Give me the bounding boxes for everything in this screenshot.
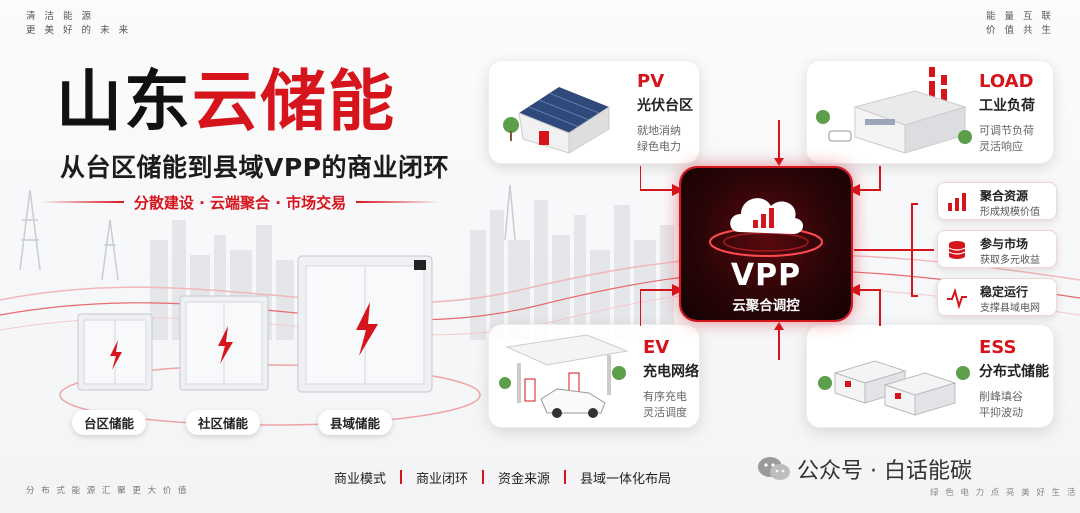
card-load: LOAD 工业负荷 可调节负荷 灵活响应 — [806, 60, 1054, 164]
card-code: LOAD — [979, 71, 1034, 92]
card-desc: 可调节负荷 灵活响应 — [979, 123, 1034, 155]
bottom-nav: 商业模式 商业闭环 资金来源 县域一体化布局 — [320, 466, 685, 488]
corner-slogan-left: 清 洁 能 源 更 美 好 的 未 来 — [26, 10, 131, 38]
nav-separator — [482, 470, 485, 484]
cabinet-label: 社区储能 — [186, 410, 261, 435]
arrow-up-icon — [774, 322, 784, 360]
pulse-icon — [947, 287, 967, 309]
card-desc-line: 平抑波动 — [979, 406, 1023, 419]
card-desc-line: 绿色电力 — [637, 140, 681, 153]
card-desc: 削峰填谷 平抑波动 — [979, 389, 1023, 421]
page-title: 山东云储能 — [56, 62, 396, 142]
corner-slogan-right: 能 量 互 联 价 值 共 生 — [986, 10, 1054, 38]
card-pv: PV 光伏台区 就地消纳 绿色电力 — [488, 60, 700, 164]
nav-separator — [564, 470, 567, 484]
feature-title: 稳定运行 — [980, 285, 1029, 299]
divider — [40, 201, 124, 203]
feature-title: 参与市场 — [980, 237, 1029, 251]
cloud-chart-icon — [709, 198, 823, 257]
card-code: EV — [643, 337, 670, 358]
battery-containers-icon — [818, 360, 970, 416]
cabinet-small-icon — [76, 310, 154, 394]
wechat-account-name: 公众号 · 白话能碳 — [797, 459, 972, 484]
card-name: 光伏台区 — [637, 98, 693, 114]
nav-item-business-model[interactable]: 商业模式 — [334, 471, 387, 487]
feature-market: 参与市场 获取多元收益 — [937, 230, 1057, 268]
nav-item-county-layout[interactable]: 县域一体化布局 — [580, 471, 672, 487]
feature-aggregate: 聚合资源 形成规模价值 — [937, 182, 1057, 220]
page-subtitle: 从台区储能到县域VPP的商业闭环 — [60, 153, 449, 182]
card-name: 工业负荷 — [979, 98, 1035, 114]
cabinet-medium-icon — [178, 292, 270, 394]
card-desc-line: 灵活响应 — [979, 140, 1023, 153]
cabinet-label: 县域储能 — [318, 410, 393, 435]
feature-desc: 形成规模价值 — [980, 207, 1040, 218]
card-desc-line: 可调节负荷 — [979, 124, 1034, 137]
feature-desc: 支撑县域电网 — [980, 303, 1040, 314]
title-part-2: 云储能 — [192, 63, 396, 140]
card-ev: EV 充电网络 有序充电 灵活调度 — [488, 324, 700, 428]
feature-stability: 稳定运行 支撑县域电网 — [937, 278, 1057, 316]
wechat-slogan: 绿 色 电 力 点 亮 美 好 生 活 — [930, 488, 1078, 498]
card-name: 分布式储能 — [979, 364, 1049, 380]
solar-house-icon — [503, 87, 610, 154]
title-part-1: 山东 — [56, 63, 192, 140]
nav-item-business-loop[interactable]: 商业闭环 — [416, 471, 469, 487]
card-code: ESS — [979, 337, 1017, 358]
tagline-row: 分散建设 · 云端聚合 · 市场交易 — [40, 192, 441, 212]
footer-slogan: 分 布 式 能 源 汇 聚 更 大 价 值 — [26, 486, 189, 496]
cabinet-large-icon — [296, 252, 434, 396]
flow-arrows — [640, 160, 881, 326]
bar-chart-icon — [948, 193, 966, 211]
corner-line: 更 美 好 的 未 来 — [26, 25, 132, 36]
wechat-account[interactable]: 公众号 · 白话能碳 — [757, 453, 972, 485]
arrow-down-icon — [774, 120, 784, 166]
card-code: PV — [637, 71, 665, 92]
vpp-sublabel: 云聚合调控 — [732, 298, 800, 314]
nav-item-funding[interactable]: 资金来源 — [498, 471, 551, 487]
feature-desc: 获取多元收益 — [980, 255, 1040, 266]
nav-separator — [400, 470, 403, 484]
corner-line: 能 量 互 联 — [985, 11, 1054, 22]
corner-line: 清 洁 能 源 — [26, 11, 95, 22]
tagline: 分散建设 · 云端聚合 · 市场交易 — [133, 193, 347, 212]
wechat-icon — [758, 457, 790, 480]
corner-line: 价 值 共 生 — [985, 25, 1054, 36]
feature-title: 聚合资源 — [980, 189, 1029, 203]
card-ess: ESS 分布式储能 削峰填谷 平抑波动 — [806, 324, 1054, 428]
card-desc: 就地消纳 绿色电力 — [637, 123, 681, 155]
divider — [356, 201, 441, 203]
background-city — [0, 180, 1080, 460]
card-desc-line: 灵活调度 — [643, 406, 687, 419]
card-desc-line: 削峰填谷 — [979, 390, 1023, 403]
card-name: 充电网络 — [643, 364, 699, 380]
coin-stack-icon — [948, 241, 966, 259]
card-desc-line: 就地消纳 — [637, 124, 681, 137]
vpp-label: VPP — [730, 258, 802, 293]
feature-bracket — [854, 203, 934, 297]
vpp-core: VPP 云聚合调控 — [681, 168, 851, 320]
factory-icon — [816, 67, 972, 154]
card-desc-line: 有序充电 — [643, 390, 687, 403]
ev-charging-station-icon — [499, 334, 629, 418]
card-desc: 有序充电 灵活调度 — [643, 389, 687, 421]
cabinet-label: 台区储能 — [72, 410, 147, 435]
